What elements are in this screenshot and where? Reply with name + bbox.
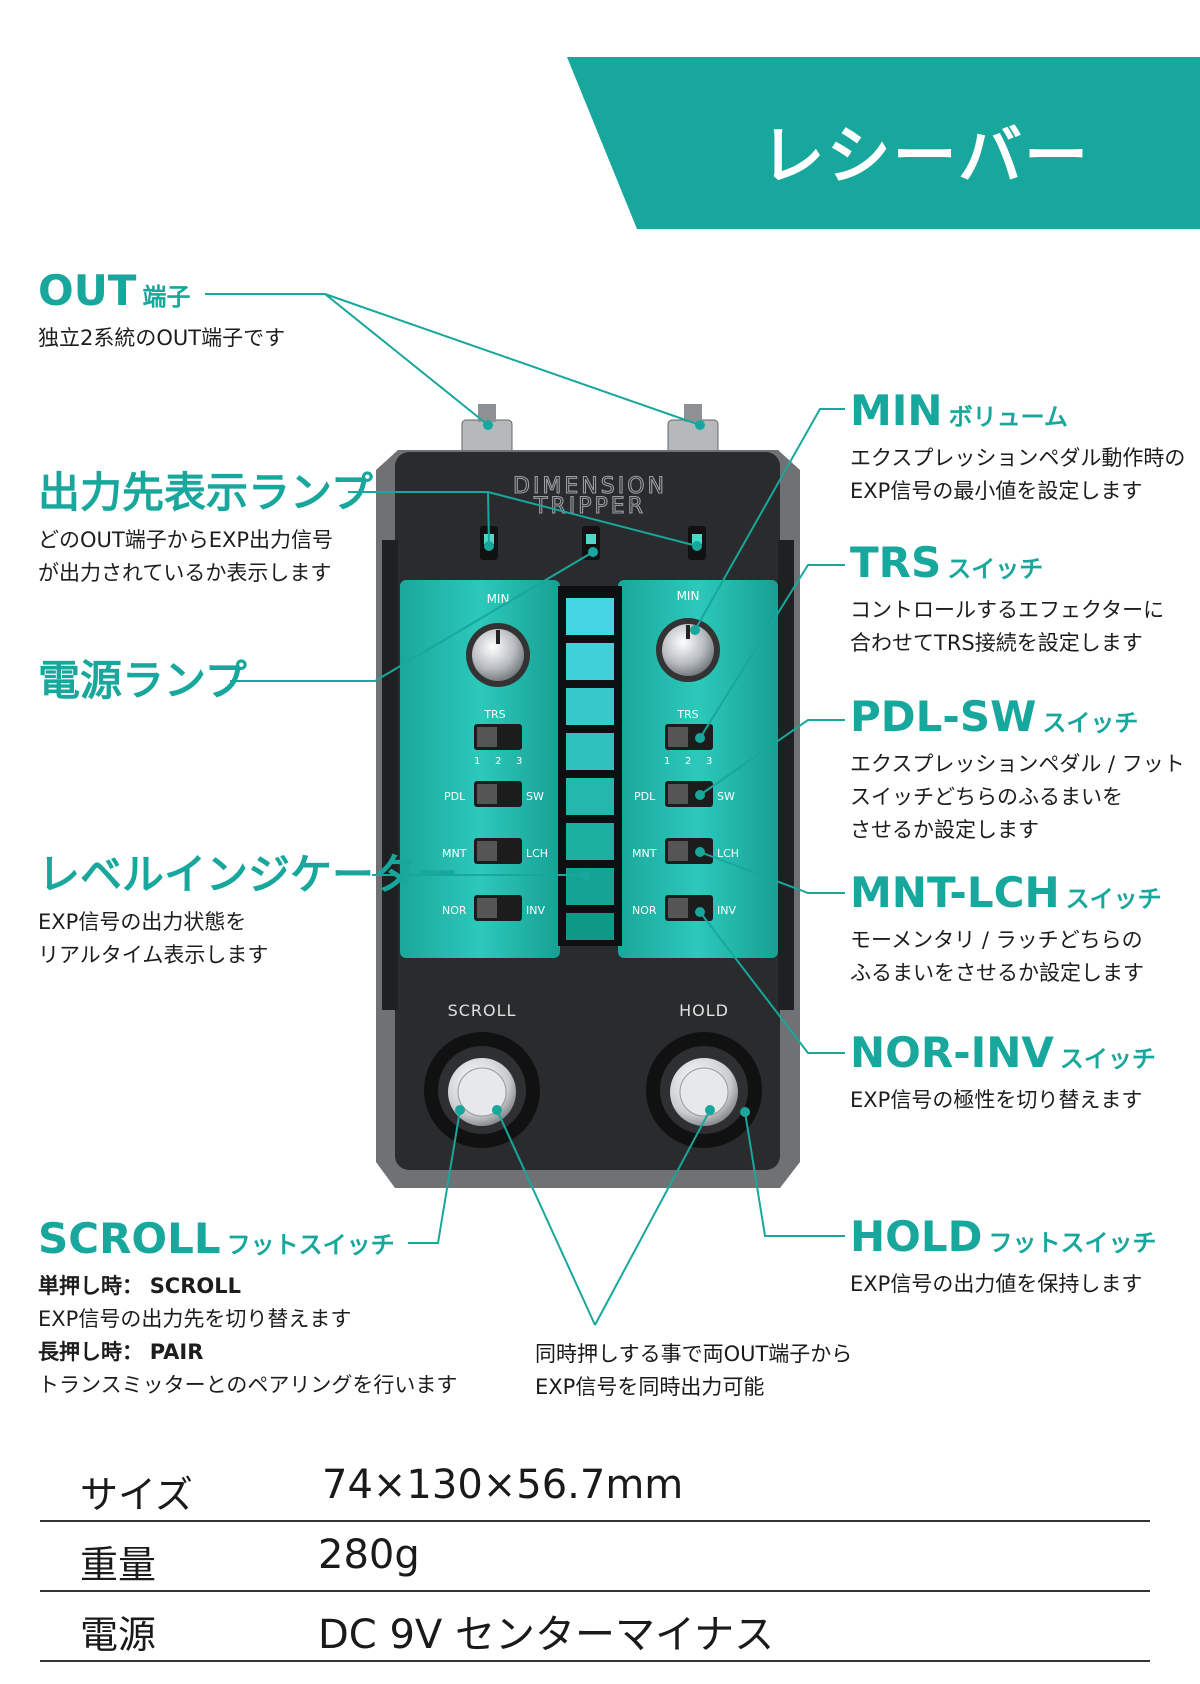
label-scroll-sub: フットスイッチ [226,1231,395,1259]
right-trs-pos2: 2 [685,756,691,767]
left-nor-label: NOR [442,904,467,917]
page-title: レシーバー [760,120,1090,194]
right-trs-pos3: 3 [706,756,712,767]
label-out-title: OUT [38,266,137,315]
brand-line1: DIMENSION [513,474,667,499]
label-lamp-desc-2: が出力されているか表示します [38,561,332,586]
hold-footswitch[interactable] [646,1032,762,1148]
header-banner: レシーバー [567,57,1200,229]
label-scroll-title: SCROLL [38,1214,221,1263]
spec-key-size: サイズ [80,1473,193,1517]
left-trs-pos1: 1 [474,756,480,767]
spec-key-power: 電源 [80,1613,157,1657]
label-norinv-desc-1: EXP信号の極性を切り替えます [850,1088,1143,1113]
label-mntlch-desc-2: ふるまいをさせるか設定します [850,961,1144,986]
label-mntlch-title: MNT-LCH [850,868,1060,917]
left-trs-pos2: 2 [495,756,501,767]
label-out-sub: 端子 [142,283,191,311]
out-jack-left [461,404,513,455]
right-trs-pos1: 1 [664,756,670,767]
left-inv-label: INV [526,904,545,917]
label-mntlch-desc-1: モーメンタリ / ラッチどちらの [850,928,1143,953]
label-scroll-key1: 単押し時： [38,1274,143,1299]
right-pdl-label: PDL [634,790,656,803]
label-pdlsw-sub: スイッチ [1042,709,1139,737]
left-sw-label: SW [526,790,544,803]
right-trs-label: TRS [676,708,698,721]
label-hold-sub: フットスイッチ [988,1229,1157,1257]
hold-label: HOLD [679,1001,729,1020]
label-lamp-desc-1: どのOUT端子からEXP出力信号 [38,528,334,553]
label-pdlsw-desc-3: させるか設定します [850,818,1039,843]
label-scroll-line2: EXP信号の出力先を切り替えます [38,1307,352,1332]
label-scroll-line4: トランスミッターとのペアリングを行います [38,1373,458,1398]
spec-row-power: 電源 DC 9V センターマイナス [40,1594,1150,1662]
label-out-desc: 独立2系統のOUT端子です [38,326,286,351]
label-level-desc-1: EXP信号の出力状態を [38,910,247,935]
label-hold-desc-1: EXP信号の出力値を保持します [850,1272,1143,1297]
label-pdlsw-title: PDL-SW [850,692,1037,741]
label-simul-2: EXP信号を同時出力可能 [535,1375,765,1399]
right-inv-label: INV [717,904,736,917]
left-mnt-label: MNT [442,847,467,860]
left-pdl-label: PDL [444,790,466,803]
right-knob-label: MIN [677,589,700,603]
scroll-label: SCROLL [448,1001,517,1020]
right-lch-label: LCH [717,847,739,860]
label-min-sub: ボリューム [948,403,1068,431]
right-panel [618,580,778,958]
label-trs-sub: スイッチ [947,555,1044,583]
label-simultaneous: 同時押しする事で両OUT端子から EXP信号を同時出力可能 [535,1338,852,1404]
left-knob-label: MIN [487,592,510,606]
label-scroll-val1: SCROLL [149,1274,242,1299]
right-nor-label: NOR [632,904,657,917]
spec-row-weight: 重量 280g [40,1524,1150,1592]
label-lamp: 出力先表示ランプ どのOUT端子からEXP出力信号 が出力されているか表示します [38,468,373,590]
scroll-footswitch[interactable] [424,1032,540,1148]
label-trs-title: TRS [850,538,942,587]
label-norinv-sub: スイッチ [1059,1045,1156,1073]
label-scroll-val3: PAIR [149,1340,204,1365]
left-trs-label: TRS [483,708,505,721]
label-trs-desc-1: コントロールするエフェクターに [850,598,1165,623]
spec-value-weight: 280g [318,1532,420,1578]
spec-row-size: サイズ 74×130×56.7mm [40,1454,1150,1522]
left-lch-label: LCH [526,847,548,860]
spec-value-power: DC 9V センターマイナス [318,1612,775,1658]
label-pdlsw-desc-2: スイッチどちらのふるまいを [850,785,1123,810]
label-trs-desc-2: 合わせてTRS接続を設定します [850,631,1143,656]
label-norinv-title: NOR-INV [850,1028,1054,1077]
label-min-desc-1: エクスプレッションペダル動作時の [850,446,1186,471]
left-trs-pos3: 3 [516,756,522,767]
label-level-title: レベルインジケーター [38,850,459,899]
label-level-desc-2: リアルタイム表示します [38,943,269,968]
right-sw-label: SW [717,790,735,803]
label-level: レベルインジケーター EXP信号の出力状態を リアルタイム表示します [38,850,459,972]
spec-key-weight: 重量 [80,1543,157,1587]
right-mnt-label: MNT [632,847,657,860]
label-min-desc-2: EXP信号の最小値を設定します [850,479,1143,504]
label-mntlch-sub: スイッチ [1065,885,1162,913]
label-min-title: MIN [850,386,943,435]
label-simul-1: 同時押しする事で両OUT端子から [535,1342,853,1366]
label-power-title: 電源ランプ [38,656,247,705]
label-scroll-key3: 長押し時： [38,1340,143,1365]
level-indicator [558,586,622,946]
label-power: 電源ランプ [38,656,247,705]
spec-value-size: 74×130×56.7mm [322,1462,684,1508]
label-pdlsw-desc-1: エクスプレッションペダル / フット [850,752,1185,777]
brand-line2: TRIPPER [533,494,646,519]
label-lamp-title: 出力先表示ランプ [38,468,373,517]
label-hold-title: HOLD [850,1212,983,1261]
